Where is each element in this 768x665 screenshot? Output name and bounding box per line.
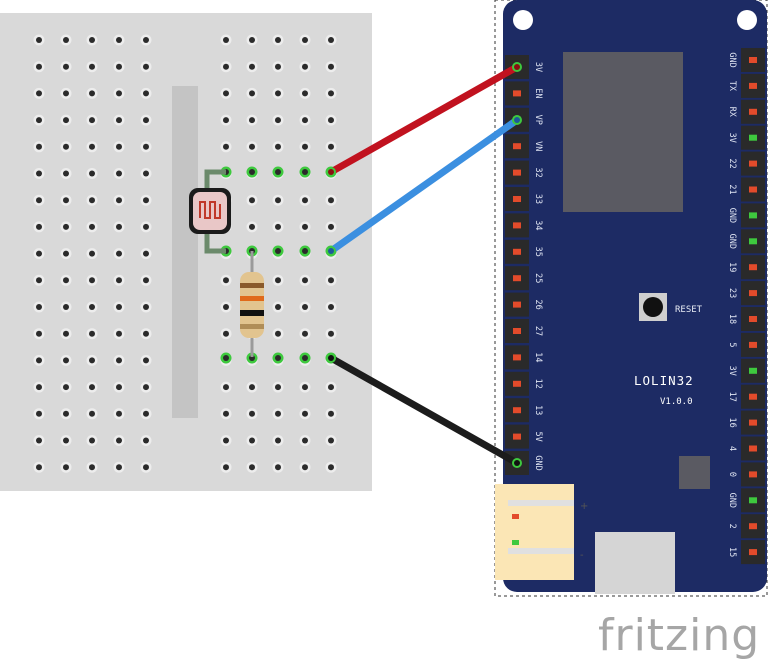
pin-label: GND (727, 52, 737, 67)
esp32-module (563, 52, 683, 212)
breadboard (0, 13, 372, 491)
pin-label: 3V (727, 133, 737, 143)
pin-label: VP (533, 115, 543, 125)
pin-label: 23 (727, 288, 737, 298)
usb-connector (595, 532, 675, 594)
pin-label: 0 (727, 472, 737, 477)
pin-label: 17 (727, 392, 737, 402)
pin-label: 19 (727, 262, 737, 272)
breadboard-center-channel (172, 86, 198, 418)
pin-label: VN (533, 141, 543, 151)
wire-vp-signal (327, 116, 521, 255)
pin-label: 22 (727, 158, 737, 168)
photoresistor (189, 169, 231, 254)
pin-label: 25 (533, 273, 543, 283)
pin-label: 27 (533, 326, 543, 336)
pin-label: GND (727, 493, 737, 508)
pin-label: 3V (727, 366, 737, 376)
board-version: V1.0.0 (660, 397, 693, 407)
pin-label: GND (727, 234, 737, 249)
lolin32-board: RESET LOLIN32 V1.0.0 + - 3V EN VP VN 32 33 34 3… (494, 0, 768, 597)
wire-ground (327, 354, 521, 467)
pin-label: 18 (727, 314, 737, 324)
pin-label: 32 (533, 167, 543, 177)
battery-minus-label: - (580, 550, 584, 561)
pin-label: 4 (727, 446, 737, 451)
pin-label: 33 (533, 194, 543, 204)
pin-label: 5 (727, 342, 737, 347)
mounting-hole (737, 10, 757, 30)
battery-connector (495, 484, 574, 580)
pin-label: RX (727, 107, 737, 118)
pin-label: 2 (727, 524, 737, 529)
pin-label: 34 (533, 220, 543, 230)
wires (326, 62, 522, 468)
fritzing-watermark: fritzing (598, 610, 760, 661)
pin-label: 26 (533, 299, 543, 309)
wire-endpoints (326, 62, 522, 468)
pin-label: 13 (533, 405, 543, 415)
pin-label: 12 (533, 379, 543, 389)
board-name: LOLIN32 (634, 373, 694, 388)
resistor (240, 251, 264, 357)
pin-label: 16 (727, 417, 737, 427)
pin-label: 14 (533, 352, 543, 362)
pin-label: TX (727, 81, 737, 92)
chip (679, 456, 710, 489)
pin-label: EN (533, 88, 543, 98)
reset-label: RESET (675, 305, 703, 315)
pin-label: 21 (727, 184, 737, 194)
wire-3v3-power (327, 63, 521, 176)
battery-plus-label: + (580, 501, 588, 512)
pin-label: 15 (727, 547, 737, 557)
pin-label: 35 (533, 247, 543, 257)
pin-label: 5V (533, 431, 543, 441)
mounting-hole (513, 10, 533, 30)
pin-label: 3V (533, 62, 543, 72)
pin-label: GND (727, 208, 737, 223)
pin-label: GND (533, 455, 543, 470)
